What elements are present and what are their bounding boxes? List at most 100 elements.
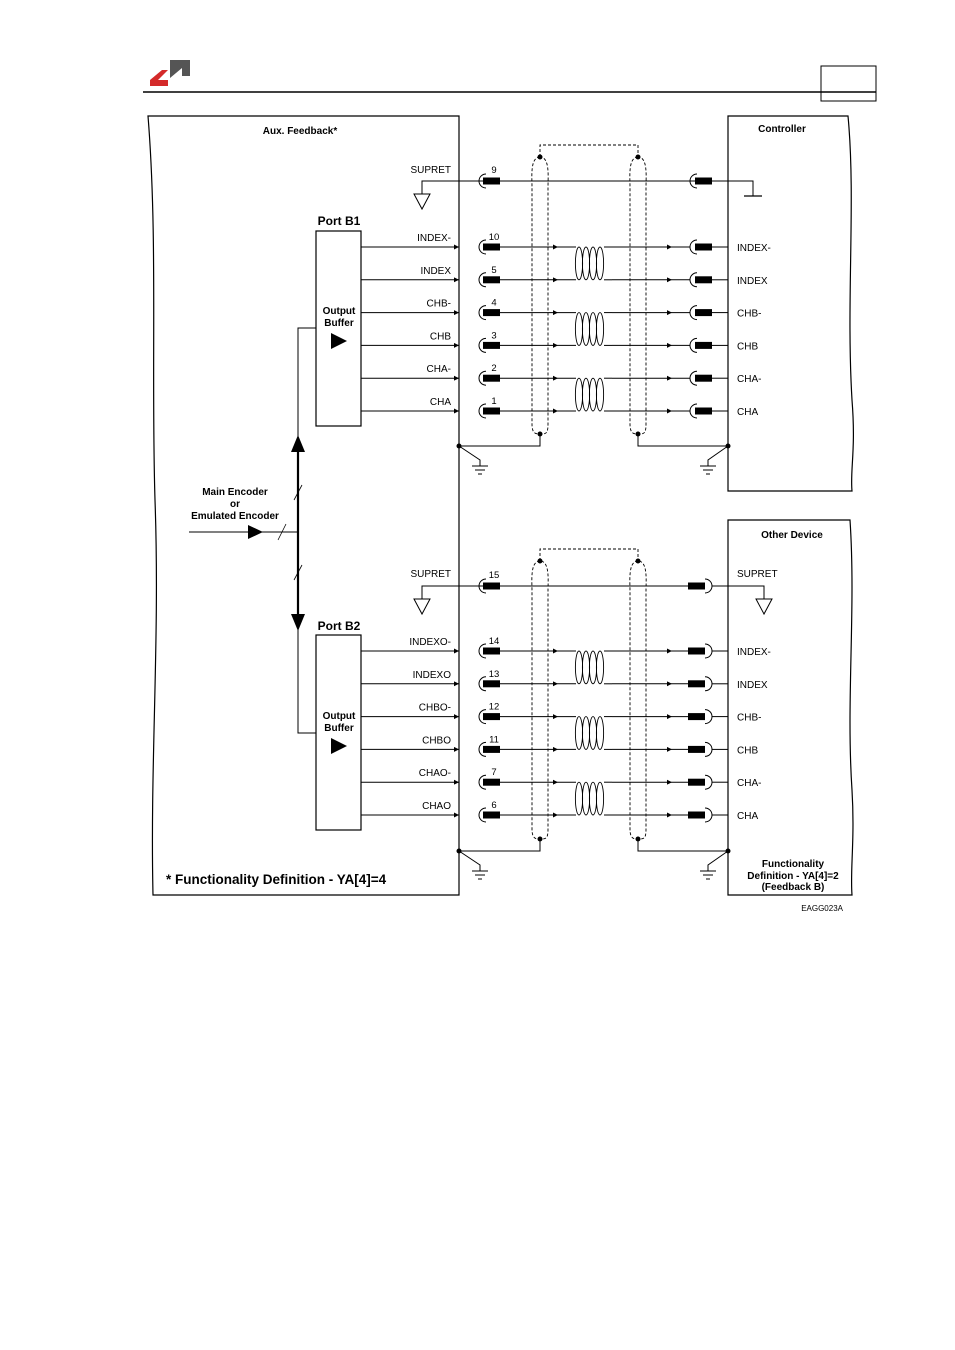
connector-pin (483, 778, 500, 786)
encoder-label-line2: or (230, 499, 240, 510)
signal-label: CHBO- (419, 703, 451, 714)
signal-label: INDEXO (413, 670, 452, 681)
other-device-signal-label: CHA (737, 811, 758, 822)
connector-pin (483, 309, 500, 317)
controller-signal-label: CHB- (737, 309, 761, 320)
signal-label: CHB (430, 331, 451, 342)
connector-pin (483, 811, 500, 819)
connector-socket (704, 643, 713, 659)
connector-socket (704, 709, 713, 725)
connector-pin (695, 309, 712, 317)
signal-label: CHAO- (419, 768, 451, 779)
port-b2-buffer-triangle-icon (331, 738, 347, 754)
connector-socket (478, 370, 487, 386)
connector-socket (478, 774, 487, 790)
connector-socket (704, 774, 713, 790)
signal-row: CHB 3 (361, 330, 728, 353)
connector-pin (688, 745, 705, 753)
signal-label: CHB- (427, 299, 451, 310)
encoder-label-line3: Emulated Encoder (191, 511, 279, 522)
signal-label: CHA (430, 397, 451, 408)
port-b1-output-buffer (315, 230, 362, 427)
connector-pin (695, 276, 712, 284)
port-b2-supret-label: SUPRET (410, 569, 451, 580)
pin-number: 10 (489, 232, 500, 243)
other-device-supret-label: SUPRET (737, 569, 778, 580)
other-device-panel (727, 519, 854, 896)
twisted-pair (558, 377, 612, 412)
port-b2-supret: SUPRET 15 SUPRET (410, 569, 778, 616)
signal-row: INDEXO-14 (361, 636, 728, 659)
connector-socket (704, 741, 713, 757)
connector-pin (483, 407, 500, 415)
port-b1-title: Port B1 (318, 214, 361, 228)
controller-panel (727, 115, 854, 492)
aux-feedback-title: Aux. Feedback* (263, 126, 338, 137)
twisted-pair (558, 312, 612, 346)
pin-number: 3 (491, 330, 496, 341)
port-b2-buffer-label-line1: Output (323, 711, 356, 722)
signal-label: INDEX- (417, 233, 451, 244)
connector-socket (689, 305, 698, 321)
connector-pin (688, 811, 705, 819)
other-device-note-line3: (Feedback B) (762, 882, 825, 893)
signal-label: CHBO (422, 735, 451, 746)
connector-socket (689, 337, 698, 353)
connector-pin (688, 713, 705, 721)
other-device-note-line2: Definition - YA[4]=2 (747, 871, 839, 882)
connector-socket (478, 272, 487, 288)
connector-socket (704, 676, 713, 692)
connector-pin (483, 680, 500, 688)
connector-pin (688, 778, 705, 786)
controller-signal-label: CHA (737, 407, 758, 418)
connector-socket (478, 741, 487, 757)
earth-ground-icon (458, 445, 488, 475)
twisted-pair (558, 246, 612, 281)
cable-shields (456, 144, 731, 880)
port-b1-buffer-triangle-icon (331, 333, 347, 349)
pin-number: 13 (489, 669, 500, 680)
other-device-title: Other Device (761, 530, 823, 541)
port-b1-supret: SUPRET 9 (410, 165, 762, 211)
pin-number: 12 (489, 702, 500, 713)
connector-pin (483, 374, 500, 382)
connector-pin (695, 407, 712, 415)
cable-shield (456, 144, 731, 475)
earth-ground-icon (458, 850, 488, 880)
signal-ground-icon (413, 193, 431, 211)
connector-socket (478, 239, 487, 255)
other-device-signal-label: CHA- (737, 778, 761, 789)
controller-title: Controller (758, 124, 806, 135)
pin-number: 5 (491, 265, 496, 276)
connector-socket (689, 239, 698, 255)
connector-socket (689, 370, 698, 386)
encoder-triangle-icon (248, 525, 263, 539)
controller-signal-label: INDEX (737, 276, 768, 287)
connector-socket (689, 272, 698, 288)
signal-ground-icon (755, 598, 773, 616)
other-device-signal-label: INDEX (737, 680, 768, 691)
connector-socket (689, 403, 698, 419)
figure-code: EAGG023A (801, 904, 843, 913)
connector-socket (478, 709, 487, 725)
connector-pin (688, 647, 705, 655)
other-device-note-line1: Functionality (762, 859, 825, 870)
connector-pin (483, 713, 500, 721)
twisted-pair (558, 650, 612, 685)
connector-socket (478, 337, 487, 353)
signal-row: CHAO- 7 (361, 767, 728, 790)
port-b1-buffer-label-line2: Buffer (324, 318, 354, 329)
company-logo-icon (150, 60, 190, 86)
connector-pin (695, 374, 712, 382)
other-device-signal-label: INDEX- (737, 647, 771, 658)
controller-signal-label: CHB (737, 341, 758, 352)
pin-number: 7 (491, 767, 496, 778)
signal-label: INDEX (420, 266, 451, 277)
bus-arrow-up-icon (291, 435, 305, 452)
